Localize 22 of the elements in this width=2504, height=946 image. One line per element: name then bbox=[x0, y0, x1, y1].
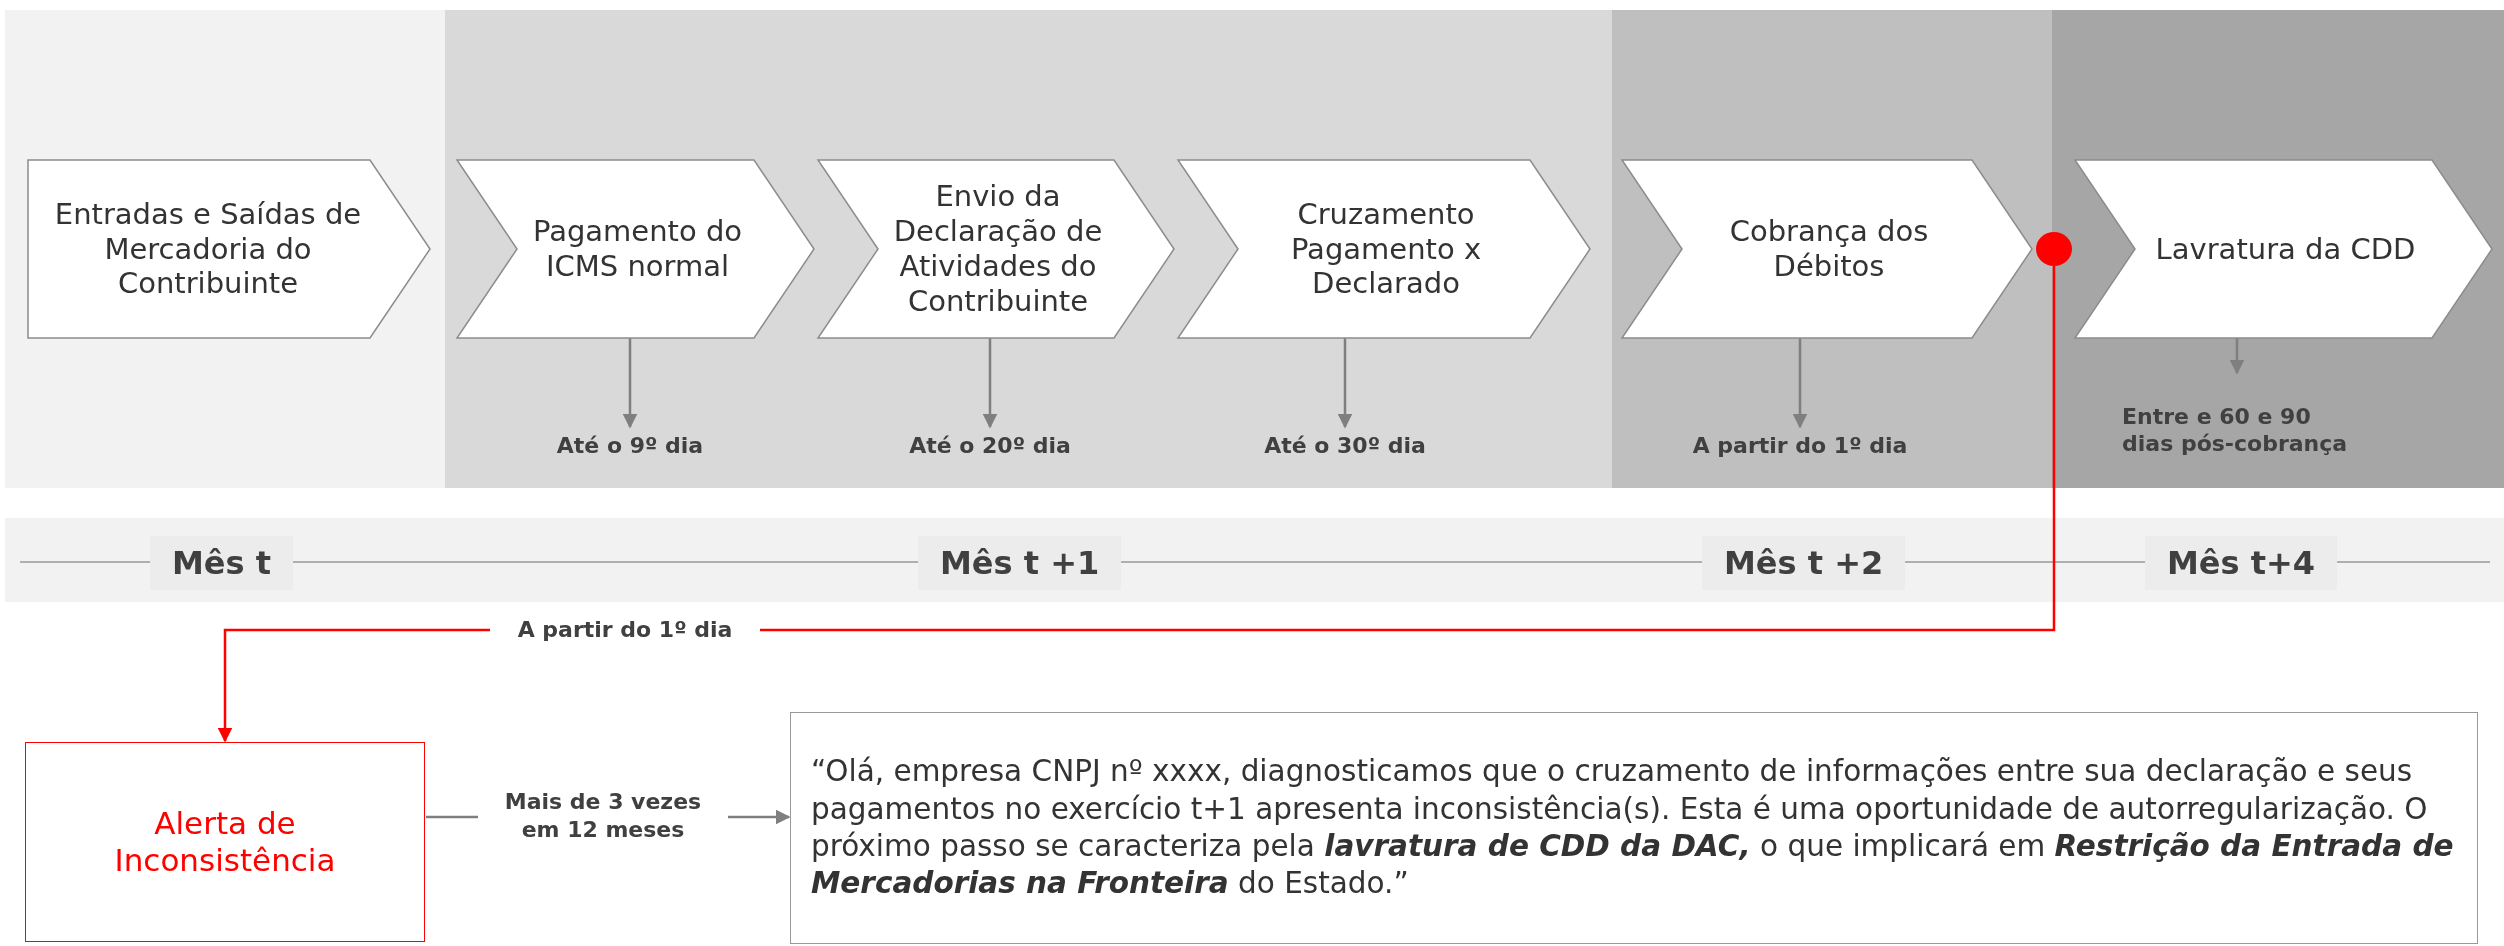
arrow bbox=[1792, 338, 1808, 429]
month-label: Mês t+4 bbox=[2145, 536, 2338, 590]
process-step: Cobrança dos Débitos bbox=[1622, 160, 2032, 338]
date-label: Até o 20º dia bbox=[880, 428, 1100, 464]
process-step: Entradas e Saídas de Mercadoria do Contribuinte bbox=[28, 160, 430, 338]
date-label: A partir do 1º dia bbox=[1680, 428, 1920, 464]
arrow bbox=[622, 338, 638, 429]
month-label: Mês t bbox=[150, 536, 294, 590]
arrow bbox=[1337, 338, 1353, 429]
process-step: Pagamento do ICMS normal bbox=[457, 160, 814, 338]
date-label: Até o 9º dia bbox=[520, 428, 740, 464]
date-label: Entre e 60 e 90 dias pós-cobrança bbox=[2122, 374, 2352, 486]
process-step: Envio da Declaração de Atividades do Contribuinte bbox=[818, 160, 1174, 338]
date-label: Até o 30º dia bbox=[1235, 428, 1455, 464]
arrow bbox=[982, 338, 998, 429]
alert-box: Alerta de Inconsistência bbox=[25, 742, 425, 942]
message-box: “Olá, empresa CNPJ nº xxxx, diagnosticamos que o cruzamento de informações entre sua declaração e seus pagamentos no exercício t+1 apresenta inconsistência(s). Esta é uma oportunidade de autorregularização. O próximo passo se caracteriza pela lavratura de CDD da DAC, o que implicará em Restrição da Entrada de Mercadorias na Fronteira do Estado.” bbox=[790, 712, 2478, 944]
arrow bbox=[2229, 338, 2245, 375]
month-label: Mês t +2 bbox=[1702, 536, 1906, 590]
process-step: Cruzamento Pagamento x Declarado bbox=[1178, 160, 1590, 338]
process-step: Lavratura da CDD bbox=[2075, 160, 2492, 338]
month-label: Mês t +1 bbox=[918, 536, 1122, 590]
